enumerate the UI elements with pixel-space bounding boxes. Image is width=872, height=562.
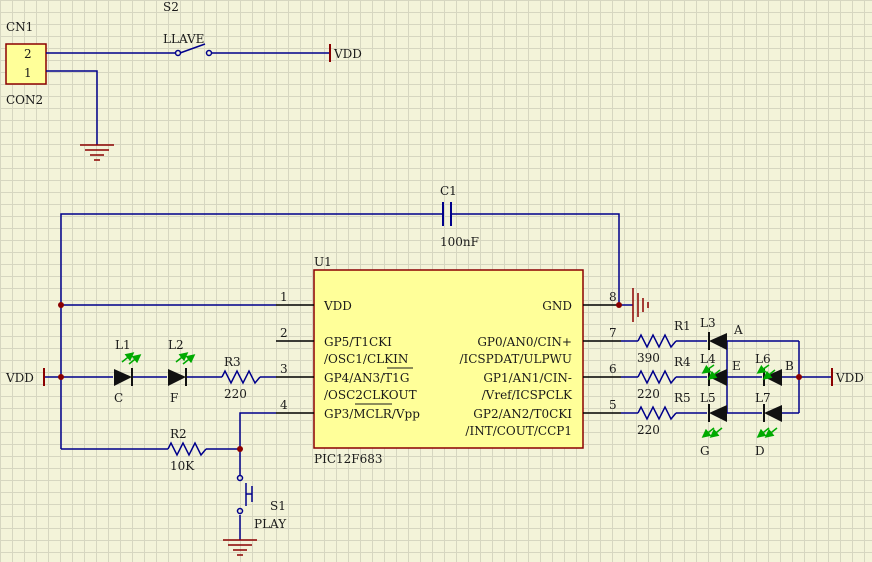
vdd-port-top-label: VDD xyxy=(333,47,362,61)
junctions-left xyxy=(58,302,622,452)
led-l5: L5 G xyxy=(700,391,727,458)
vdd-port-top: VDD xyxy=(329,44,362,62)
ic-pin-num-8: 8 xyxy=(609,290,617,304)
ic-pin-num-2: 2 xyxy=(280,326,288,340)
led-l3: L3 A xyxy=(700,316,743,350)
vdd-port-left: VDD xyxy=(5,368,45,386)
ic-pin-name-gp5-l2: /OSC1/CLKIN xyxy=(324,352,408,366)
switch-s1-designator: S1 xyxy=(270,499,286,513)
ic-body xyxy=(313,269,584,449)
ic-pin-name-gp0-l1: GP0/AN0/CIN+ xyxy=(477,335,572,349)
led-l7: L7 D xyxy=(755,391,782,458)
switch-s2-value: LLAVE xyxy=(163,32,204,46)
junctions-right xyxy=(796,374,802,380)
resistor-r4-designator: R4 xyxy=(674,355,691,369)
resistor-r4-value: 220 xyxy=(637,387,660,401)
gnd-symbol-ic xyxy=(632,288,649,322)
connector-pin-2: 2 xyxy=(24,47,32,61)
ic-pin-name-gp2-l1: GP2/AN2/T0CKI xyxy=(473,407,572,421)
connector-pin-1: 1 xyxy=(24,66,32,80)
led-l7-designator: L7 xyxy=(755,391,771,405)
ic-pin-name-gp2-l2: /INT/COUT/CCP1 xyxy=(465,424,572,438)
ic-u1: U1 PIC12F683 1 2 3 4 8 7 6 5 VDD GP5/T1C… xyxy=(276,255,621,466)
resistor-r5-value: 220 xyxy=(637,423,660,437)
ic-part: PIC12F683 xyxy=(314,452,383,466)
led-l6-designator: L6 xyxy=(755,352,771,366)
resistor-r2: R2 10K xyxy=(167,427,207,473)
gnd-symbol-top xyxy=(80,144,114,161)
top-wires xyxy=(46,52,330,145)
connector-designator: CN1 xyxy=(6,20,33,34)
ic-pin-num-7: 7 xyxy=(609,326,617,340)
resistor-r1-value: 390 xyxy=(637,351,660,365)
led-l3-designator: L3 xyxy=(700,316,716,330)
led-l5-designator: L5 xyxy=(700,391,716,405)
led-l1: L1 C xyxy=(114,338,142,405)
led-l6: L6 B xyxy=(755,352,794,386)
ic-pin-name-gp4-l2: /OSC2CLKOUT xyxy=(324,388,417,402)
ic-pin-num-3: 3 xyxy=(280,362,288,376)
led-l3-segment: A xyxy=(733,323,743,337)
led-l1-designator: L1 xyxy=(115,338,131,352)
resistor-r4: R4 220 xyxy=(637,355,691,401)
ic-pin-name-gp1-l2: /Vref/ICSPCLK xyxy=(482,388,573,402)
led-l7-segment: D xyxy=(755,444,765,458)
capacitor-value: 100nF xyxy=(440,235,479,249)
capacitor-designator: C1 xyxy=(440,184,457,198)
cap-wires xyxy=(60,213,620,305)
resistor-r3-value: 220 xyxy=(224,387,247,401)
ic-pin-name-gp0-l2: /ICSPDAT/ULPWU xyxy=(459,352,572,366)
ic-pin-name-gp5-l1: GP5/T1CKI xyxy=(324,335,392,349)
connector-part: CON2 xyxy=(6,93,43,107)
ic-pin-num-4: 4 xyxy=(280,398,288,412)
ic-pin-name-gp3: GP3/MCLR/Vpp xyxy=(324,407,420,421)
switch-s2-designator: S2 xyxy=(163,0,179,14)
resistor-r3: R3 220 xyxy=(221,355,261,401)
led-l2-designator: L2 xyxy=(168,338,184,352)
resistor-r5-designator: R5 xyxy=(674,391,691,405)
vdd-port-right-label: VDD xyxy=(835,371,864,385)
ic-pin-name-gp4-l1: GP4/AN3/T1G xyxy=(324,371,409,385)
gnd-symbol-bottom xyxy=(223,539,257,556)
vdd-port-left-label: VDD xyxy=(5,371,34,385)
led-l2: L2 F xyxy=(168,338,196,405)
ic-pin-num-5: 5 xyxy=(609,398,617,412)
switch-s1: S1 PLAY xyxy=(236,474,287,531)
resistor-r3-designator: R3 xyxy=(224,355,241,369)
ic-designator: U1 xyxy=(314,255,332,269)
led-l4-segment: E xyxy=(732,359,741,373)
led-l5-segment: G xyxy=(700,444,710,458)
ic-pin-name-vdd: VDD xyxy=(323,299,352,313)
resistor-r2-value: 10K xyxy=(170,459,195,473)
led-l4: L4 E xyxy=(700,352,741,386)
ic-pin-num-6: 6 xyxy=(609,362,617,376)
resistor-r5: R5 220 xyxy=(637,391,691,437)
connector-body xyxy=(5,43,47,85)
resistor-r2-designator: R2 xyxy=(170,427,187,441)
switch-s1-value: PLAY xyxy=(254,517,287,531)
led-l2-segment: F xyxy=(170,391,178,405)
resistor-r1-designator: R1 xyxy=(674,319,691,333)
switch-s2: S2 LLAVE xyxy=(163,0,213,57)
resistor-r1: R1 390 xyxy=(637,319,691,365)
ic-pin-num-1: 1 xyxy=(280,290,288,304)
connector-cn1: CN1 CON2 2 1 xyxy=(5,20,47,107)
led-l4-designator: L4 xyxy=(700,352,716,366)
led-l1-segment: C xyxy=(114,391,123,405)
led-l6-segment: B xyxy=(785,359,794,373)
ic-pin-name-gnd: GND xyxy=(542,299,572,313)
ic-pin-name-gp1-l1: GP1/AN1/CIN- xyxy=(483,371,572,385)
vdd-port-right: VDD xyxy=(831,368,864,386)
capacitor-c1: C1 100nF xyxy=(440,184,479,249)
